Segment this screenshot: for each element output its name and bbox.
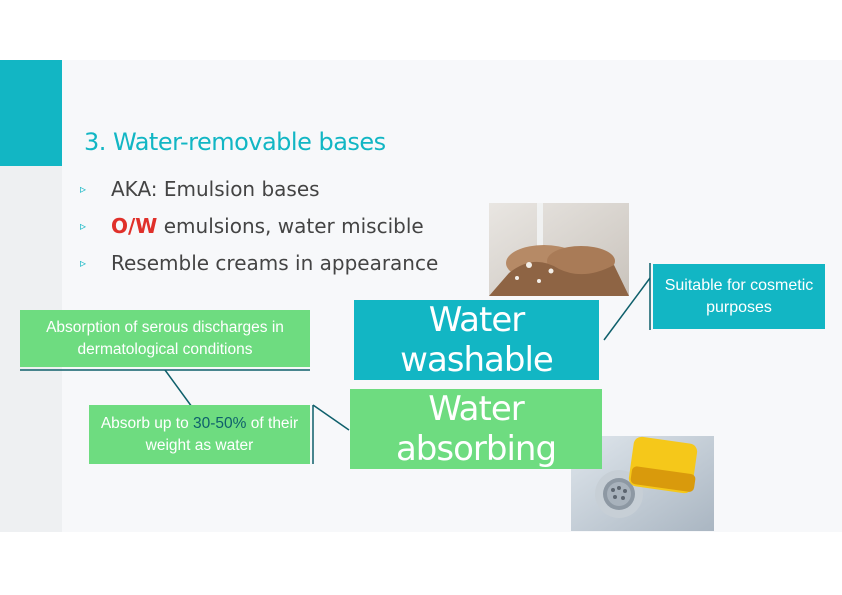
hands-washing-photo (489, 203, 629, 296)
water-absorbing-box: Water absorbing (350, 389, 602, 469)
suitable-cosmetic-label: Suitable for cosmetic purposes (664, 276, 814, 316)
connector-line-suitable (603, 277, 651, 341)
bullet-list: ▹ AKA: Emulsion bases ▹ O/W emulsions, w… (80, 174, 438, 285)
bullet-highlight: O/W (111, 214, 158, 238)
bullet-marker-icon: ▹ (80, 256, 87, 270)
bullet-item: ▹ O/W emulsions, water miscible (80, 211, 438, 248)
water-absorbing-label: Water absorbing (395, 389, 557, 469)
absorption-serous-box: Absorption of serous discharges in derma… (20, 310, 310, 367)
bullet-item: ▹ AKA: Emulsion bases (80, 174, 438, 211)
connector-line-absorb (312, 404, 350, 431)
bullet-text: emulsions, water miscible (157, 214, 424, 238)
connector-line-absorption (164, 369, 193, 408)
absorption-serous-label: Absorption of serous discharges in derma… (46, 318, 284, 358)
absorb-capacity-label: Absorb up to 30-50% of their weight as w… (89, 413, 310, 457)
bullet-text: AKA: Emulsion bases (111, 177, 320, 201)
slide-title: 3. Water-removable bases (84, 128, 386, 156)
absorb-post-text: of their weight as water (145, 414, 299, 454)
bullet-text: Resemble creams in appearance (111, 251, 439, 275)
water-washable-box: Water washable (354, 300, 599, 380)
accent-bar (0, 60, 62, 166)
absorb-capacity-box: Absorb up to 30-50% of their weight as w… (89, 405, 310, 464)
bullet-marker-icon: ▹ (80, 182, 87, 196)
suitable-cosmetic-box: Suitable for cosmetic purposes (653, 264, 825, 329)
bullet-marker-icon: ▹ (80, 219, 87, 233)
absorb-pre-text: Absorb up to (100, 414, 194, 432)
absorb-percent-highlight: 30-50% (193, 414, 247, 432)
water-washable-label: Water washable (400, 300, 554, 380)
bullet-item: ▹ Resemble creams in appearance (80, 248, 438, 285)
